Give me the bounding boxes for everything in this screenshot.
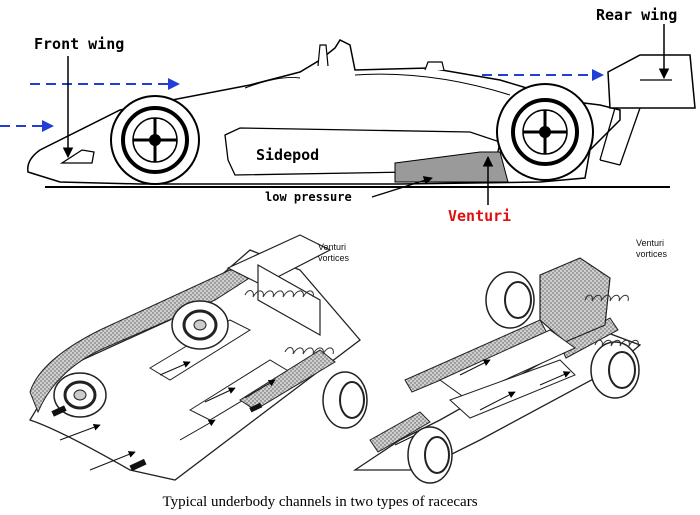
airbox [424,61,445,71]
right-flow-arrow-4 [459,359,491,376]
front-wing-label: Front wing [34,35,124,53]
right-vortices [584,294,639,347]
left-rear-panel [257,263,321,337]
left-floor-notch-1 [51,405,67,417]
right-hatched-box [539,257,611,343]
airflow-arrowhead-lower [42,120,54,132]
left-wheel-rear [171,300,229,350]
left-flow-arrow-1 [59,423,101,441]
right-flow-arrow-3 [539,371,571,386]
left-flow-arrow-4 [204,387,236,403]
front-wheel [110,95,200,185]
airflow-arrowhead-upper [168,78,180,90]
rear-wing-label: Rear wing [596,6,677,24]
right-wheel-front-right [407,426,453,484]
left-vortex-lower [284,347,334,355]
left-rear-wing [226,234,332,286]
left-flow-arrow-3 [159,361,191,376]
right-vortex-lower [594,339,639,347]
rear-wheel [496,83,594,181]
left-flow-arrow-2 [89,451,136,471]
left-channel-3 [239,349,336,411]
right-wheel-rear-right [590,341,640,399]
roll-hoop [317,44,329,67]
left-vortex-upper [244,290,314,298]
right-wheel-rear-left [485,271,535,329]
right-flow-arrow-2 [479,391,516,411]
engine-cover-line [354,73,511,96]
right-body-plate-1 [439,329,576,399]
cockpit-line [244,77,301,89]
left-floor-notch-2 [129,458,147,472]
low-pressure-pointer [371,176,433,198]
airflow-arrows [0,74,592,127]
right-body-plate-2 [449,359,576,419]
right-wheel-front-left [322,371,368,429]
left-wheel-front [53,372,107,418]
airflow-arrowhead-rear [592,69,604,81]
rear-wing [599,54,696,166]
front-wing-element [59,149,95,164]
left-vortices [244,290,334,355]
left-flow-arrow-5 [244,379,276,399]
venturi-region [394,151,509,183]
right-vortex-upper [584,294,629,302]
sidepod-label: Sidepod [256,146,319,164]
figure-caption: Typical underbody channels in two types … [162,494,477,510]
venturi-label: Venturi [448,207,511,225]
left-flow-arrow-6 [179,419,216,441]
low-pressure-label: low pressure [265,190,352,204]
left-floor-notch-3 [249,402,263,413]
right-hatched-strip-2 [369,411,431,453]
top-car-diagram: Front wing Rear wing Sidepod low pressur… [0,6,696,225]
